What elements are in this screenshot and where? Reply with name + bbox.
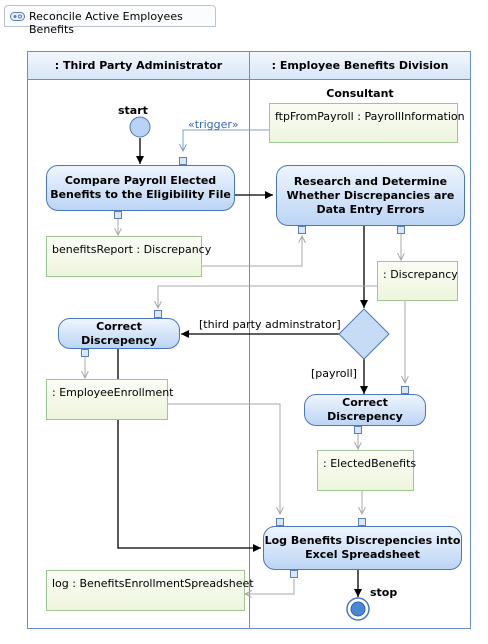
pin-research-output[interactable] [397, 226, 405, 234]
activity-diagram-icon [10, 12, 25, 21]
action-correct-discrepancy-tpa[interactable]: Correct Discrepency [58, 318, 180, 349]
lane-divider [249, 52, 250, 628]
object-benefits-report[interactable]: benefitsReport : Discrepancy [46, 236, 211, 277]
objflow-log-to-spreadsheet [245, 579, 295, 594]
lane-header-third-party-administrator[interactable]: : Third Party Administrator [28, 52, 249, 80]
action-correct-discrepancy-ebdc[interactable]: Correct Discrepency [304, 394, 426, 426]
object-ftp-from-payroll[interactable]: ftpFromPayroll : PayrollInformation [269, 103, 465, 143]
lane-header-benefits-consultant[interactable]: : Employee Benefits Division Consultant [250, 52, 470, 100]
pin-log-output[interactable] [290, 570, 298, 578]
action-compare-payroll[interactable]: Compare Payroll Elected Benefits to the … [46, 165, 235, 211]
pin-correct-ebdc-input[interactable] [401, 386, 409, 394]
objflow-discrepancy-to-correct-tpa [158, 285, 377, 308]
pin-correct-tpa-output[interactable] [81, 349, 89, 357]
stop-label: stop [370, 586, 398, 599]
action-research-discrepancies[interactable]: Research and Determine Whether Discrepan… [276, 165, 465, 226]
object-employee-enrollment[interactable]: : EmployeeEnrollment [46, 379, 174, 420]
guard-payroll-label: [payroll] [311, 367, 357, 380]
pin-log-input-elected[interactable] [358, 518, 366, 526]
decision-node[interactable] [338, 308, 390, 360]
pin-research-input[interactable] [298, 226, 306, 234]
object-log-spreadsheet[interactable]: log : BenefitsEnrollmentSpreadsheet [46, 570, 254, 611]
object-elected-benefits[interactable]: : ElectedBenefits [317, 450, 416, 491]
action-log-discrepancies[interactable]: Log Benefits Discrepencies into Excel Sp… [263, 526, 462, 570]
diagram-title-tab[interactable]: Reconcile Active Employees Benefits [4, 5, 216, 36]
pin-log-input-enrollment[interactable] [276, 518, 284, 526]
pin-compare-trigger-input[interactable] [179, 157, 187, 165]
objflow-enrollment-to-log [168, 403, 280, 514]
diagram-title: Reconcile Active Employees Benefits [29, 10, 183, 36]
flow-trigger [183, 129, 269, 151]
start-label: start [118, 104, 148, 117]
stop-node-inner [350, 601, 366, 617]
objflow-benefits-report-to-research [202, 236, 302, 267]
pin-compare-output[interactable] [114, 211, 122, 219]
trigger-label: «trigger» [188, 118, 239, 131]
start-node[interactable] [129, 116, 151, 138]
object-discrepancy[interactable]: : Discrepancy [377, 261, 458, 301]
guard-third-party-label: [third party adminstrator] [199, 318, 341, 331]
pin-correct-tpa-input[interactable] [154, 310, 162, 318]
pin-correct-ebdc-output[interactable] [354, 426, 362, 434]
